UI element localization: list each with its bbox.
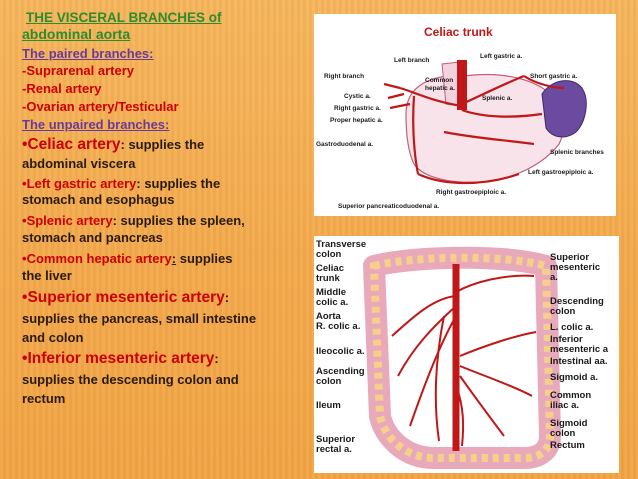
ima-desc1: :	[214, 351, 219, 367]
celiac-trunk-illustration: Celiac trunk Left branch Left gastric a.…	[316, 25, 604, 210]
hepatic-line: •Common hepatic artery: supplies	[22, 251, 307, 267]
label-transverse: Transverse	[316, 239, 366, 250]
paired-item-ovarian: -Ovarian artery/Testicular	[22, 99, 179, 115]
label-rectal: rectal a.	[316, 444, 352, 455]
label-colic: colic a.	[316, 297, 348, 308]
label-gastroduodenal: Gastroduodenal a.	[316, 141, 373, 148]
label-celiac: Celiac	[316, 263, 344, 274]
left-gastric-line: •Left gastric artery: supplies the	[22, 176, 307, 192]
label-cystic: Cystic a.	[344, 93, 371, 100]
bullet-icon: •	[22, 213, 27, 229]
label-right-branch: Right branch	[324, 73, 364, 80]
left-gastric-name: Left gastric artery	[26, 175, 137, 191]
label-proper-hepatic: Proper hepatic a.	[330, 117, 383, 124]
label-desc2: colon	[550, 306, 576, 317]
heading-line1: THE VISCERAL BRANCHES of	[26, 10, 222, 25]
label-ascending: Ascending	[316, 366, 365, 377]
label-inf2: mesenteric a	[550, 344, 609, 355]
bullet-icon: •	[22, 350, 28, 368]
label-common-hepatic2: hepatic a.	[425, 85, 455, 92]
label-sigmoid: Sigmoid a.	[550, 372, 598, 383]
left-gastric-desc2: stomach and esophagus	[22, 192, 175, 208]
unpaired-label: The unpaired branches:	[22, 116, 170, 132]
label-short-gastric: Short gastric a.	[530, 73, 578, 80]
label-superior: Superior	[316, 434, 355, 445]
label-left-gastroepiploic: Left gastroepiploic a.	[528, 169, 594, 176]
label-sup-mes2: mesenteric	[550, 262, 600, 273]
sma-line: •Superior mesenteric artery:	[22, 289, 307, 308]
hepatic-desc2: the liver	[22, 267, 72, 283]
ima-desc3: rectum	[22, 391, 66, 407]
label-left-gastric: Left gastric a.	[480, 53, 522, 60]
hepatic-colon: :	[171, 251, 177, 267]
aorta-shape	[457, 60, 467, 110]
label-sigcolon1: Sigmoid	[550, 418, 588, 429]
hepatic-name: Common hepatic artery	[26, 251, 172, 267]
label-rectum: Rectum	[550, 440, 585, 451]
label-trunk: trunk	[316, 273, 340, 284]
celiac-name: Celiac artery	[27, 135, 121, 153]
colon-fat	[369, 253, 555, 462]
label-sigcolon2: colon	[550, 428, 576, 439]
ima-line: •Inferior mesenteric artery:	[22, 350, 307, 369]
splenic-name: Splenic artery	[26, 213, 113, 229]
label-rcolic: R. colic a.	[316, 321, 360, 332]
label-sup-pancreaticoduodenal: Superior pancreaticoduodenal a.	[338, 203, 439, 210]
label-sup-mes1: Superior	[550, 252, 589, 263]
celiac-title: Celiac trunk	[424, 25, 493, 39]
label-aorta: Aorta	[316, 311, 342, 322]
label-splenic: Splenic a.	[482, 95, 513, 102]
bullet-icon: •	[22, 135, 28, 153]
bullet-icon: •	[22, 288, 28, 306]
bullet-icon: •	[22, 175, 27, 191]
label-splenic-branches: Splenic branches	[550, 149, 604, 156]
heading-line2: abdominal aorta	[22, 26, 131, 43]
text-column: THE VISCERAL BRANCHES of abdominal aorta…	[22, 10, 307, 407]
label-right-gastric: Right gastric a.	[334, 105, 381, 112]
splenic-desc1: : supplies the spleen,	[112, 213, 245, 229]
label-common1: Common	[550, 390, 591, 401]
label-middle: Middle	[316, 287, 346, 298]
celiac-desc1: : supplies the	[120, 136, 205, 152]
label-right-gastroepiploic: Right gastroepiploic a.	[436, 189, 506, 196]
ima-desc2: supplies the descending colon and	[22, 372, 239, 388]
splenic-line: •Splenic artery: supplies the spleen,	[22, 213, 307, 229]
label-common-hepatic: Common	[425, 77, 453, 84]
splenic-desc2: stomach and pancreas	[22, 230, 163, 246]
mesenteric-arteries	[391, 274, 537, 447]
celiac-desc2: abdominal viscera	[22, 155, 136, 171]
celiac-line: •Celiac artery: supplies the	[22, 136, 307, 155]
celiac-arteries	[383, 74, 565, 185]
mesenteric-figure: Transverse colon Celiac trunk Middle col…	[314, 236, 619, 473]
hepatic-desc1: supplies	[176, 251, 233, 267]
label-sup-mes3: a.	[550, 272, 558, 283]
paired-item-renal: -Renal artery	[22, 81, 102, 97]
celiac-trunk-figure: Celiac trunk Left branch Left gastric a.…	[314, 14, 616, 216]
paired-label: The paired branches:	[22, 45, 154, 61]
spleen-shape	[541, 80, 587, 138]
left-gastric-desc1: : supplies the	[136, 175, 221, 191]
paired-item-suprarenal: -Suprarenal artery	[22, 63, 134, 79]
mesenteric-illustration: Transverse colon Celiac trunk Middle col…	[316, 239, 609, 469]
label-lcolic: L. colic a.	[550, 322, 593, 333]
bullet-icon: •	[22, 251, 27, 267]
label-colon: colon	[316, 249, 342, 260]
sma-desc1: :	[224, 289, 230, 305]
label-ileocolic: Ileocolic a.	[316, 346, 365, 357]
label-ileum: Ileum	[316, 400, 341, 411]
label-left-branch: Left branch	[394, 57, 429, 64]
sma-name: Superior mesenteric artery	[27, 288, 225, 306]
ima-name: Inferior mesenteric artery	[27, 350, 215, 368]
label-desc1: Descending	[550, 296, 604, 307]
label-colon2: colon	[316, 376, 342, 387]
sma-desc3: and colon	[22, 329, 84, 345]
label-inf1: Inferior	[550, 334, 583, 345]
label-common2: iliac a.	[550, 400, 579, 411]
sma-desc2: supplies the pancreas, small intestine	[22, 310, 257, 326]
label-intestinal: Intestinal aa.	[550, 356, 608, 367]
